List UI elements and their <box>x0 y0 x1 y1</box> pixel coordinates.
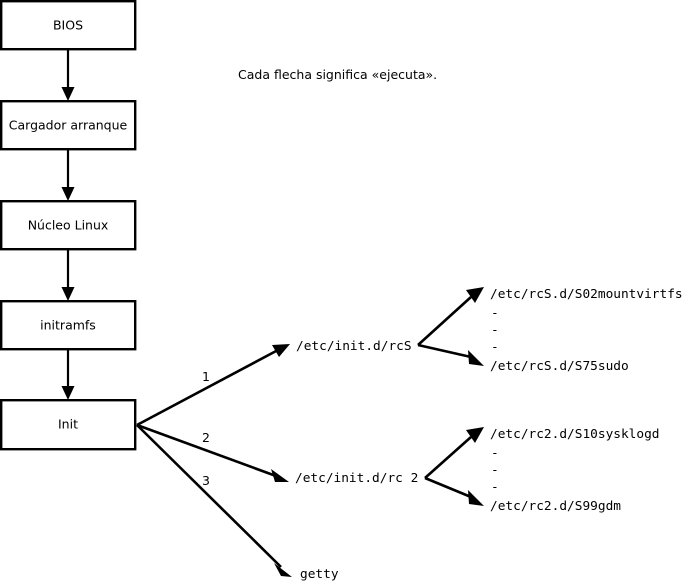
branch-2-target-label[interactable]: /etc/init.d/rc 2 <box>295 471 418 486</box>
node-bootloader[interactable]: Cargador arranque <box>0 99 137 151</box>
rc2-ellipsis-dash-1: - <box>491 446 499 461</box>
boot-chain-arrows <box>61 49 75 400</box>
branch-2-line <box>136 423 277 478</box>
branch-2-number: 2 <box>202 430 210 445</box>
rcs-last-head <box>468 350 484 366</box>
node-bios-label: BIOS <box>53 18 83 33</box>
rcs-first-head <box>466 287 484 303</box>
rc2-ellipsis-dash-2: - <box>491 463 499 478</box>
branch-3-head <box>274 563 292 577</box>
rcs-first-line <box>417 296 472 346</box>
arrow-kernel-to-initramfs-head <box>61 287 75 301</box>
rc2-last-line <box>424 476 472 499</box>
branch-2-head <box>271 469 289 482</box>
branch-3-line <box>136 424 282 568</box>
node-init-label: Init <box>58 417 78 432</box>
branch-1-target-label[interactable]: /etc/init.d/rcS <box>296 339 412 354</box>
node-initramfs[interactable]: initramfs <box>0 300 137 351</box>
boot-chain-group: BIOS Cargador arranque Núcleo Linux init… <box>0 0 137 451</box>
node-bootloader-label: Cargador arranque <box>9 118 128 133</box>
arrow-bootloader-to-kernel-head <box>61 187 75 201</box>
rcs-first-label[interactable]: /etc/rcS.d/S02mountvirtfs <box>490 287 683 302</box>
node-kernel[interactable]: Núcleo Linux <box>0 199 137 251</box>
branch-1-head <box>272 344 290 357</box>
rc2-children-group: /etc/rc2.d/S10sysklogd /etc/rc2.d/S99gdm… <box>424 427 660 514</box>
rc2-ellipsis-dash-3: - <box>491 480 499 495</box>
rcs-last-line <box>417 343 472 359</box>
branch-3-number: 3 <box>202 473 210 488</box>
node-bios[interactable]: BIOS <box>0 0 137 51</box>
arrow-bios-to-bootloader-head <box>61 87 75 101</box>
rcs-ellipsis-dash-1: - <box>491 306 499 321</box>
diagram-caption: Cada flecha significa «ejecuta». <box>238 67 437 82</box>
rcs-last-label[interactable]: /etc/rcS.d/S75sudo <box>490 359 629 374</box>
rc2-first-line <box>424 436 472 479</box>
rc2-last-head <box>468 490 484 506</box>
arrow-initramfs-to-init-head <box>61 386 75 400</box>
branch-3-target-label[interactable]: getty <box>300 567 339 582</box>
branch-1-number: 1 <box>202 369 210 384</box>
node-init-rect <box>0 399 137 451</box>
rcs-ellipsis-dash-3: - <box>491 340 499 355</box>
rc2-last-label[interactable]: /etc/rc2.d/S99gdm <box>490 499 621 514</box>
node-kernel-rect <box>0 199 137 251</box>
node-initramfs-label: initramfs <box>40 318 96 333</box>
node-initramfs-rect <box>0 300 137 351</box>
branch-1-line <box>136 348 279 427</box>
rc2-first-label[interactable]: /etc/rc2.d/S10sysklogd <box>490 427 660 442</box>
node-kernel-label: Núcleo Linux <box>28 218 109 233</box>
node-init[interactable]: Init <box>0 399 137 451</box>
init-branch-group: 1 /etc/init.d/rcS 2 /etc/init.d/rc 2 3 g… <box>136 339 418 582</box>
rc2-first-head <box>466 427 484 443</box>
rcs-ellipsis-dash-2: - <box>491 323 499 338</box>
node-bios-rect <box>0 0 137 51</box>
rcs-children-group: /etc/rcS.d/S02mountvirtfs /etc/rcS.d/S75… <box>417 287 683 374</box>
